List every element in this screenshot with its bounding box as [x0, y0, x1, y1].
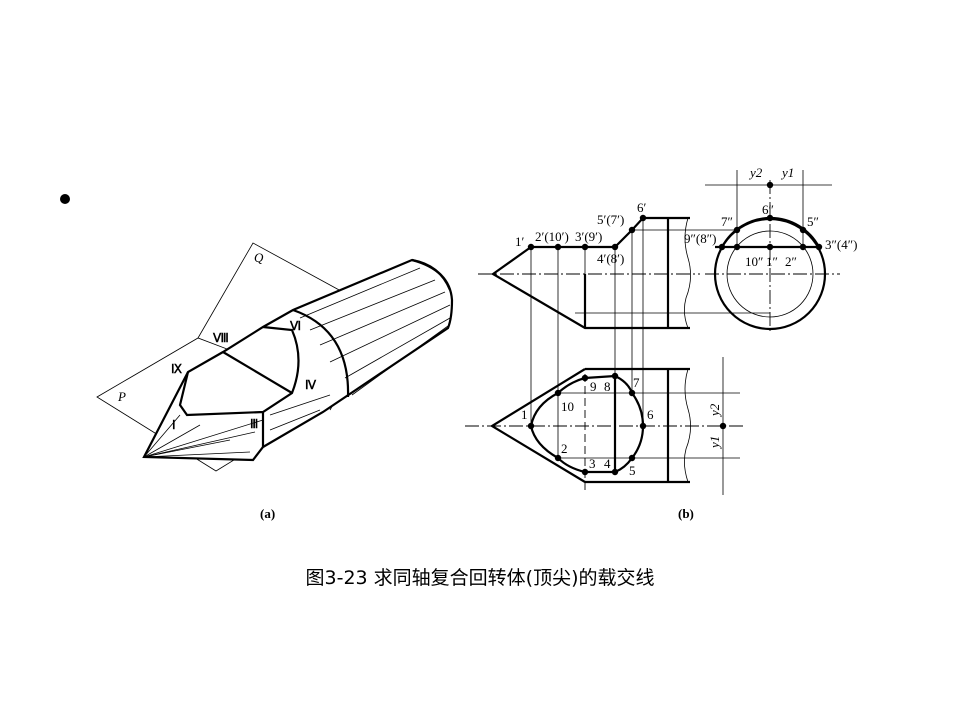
label-5-prime: 5′(7′): [597, 212, 624, 227]
label-6-prime: 6′: [637, 200, 647, 215]
label-plane-p: P: [117, 389, 126, 404]
section-curve: [178, 325, 300, 447]
end-cap: [411, 258, 452, 291]
label-plane-q: Q: [254, 250, 264, 265]
label-2-prime: 2′(10′): [535, 229, 569, 244]
label-point-iv: Ⅳ: [305, 378, 317, 392]
label-point-iii: Ⅲ: [250, 417, 258, 431]
label-4-prime: 4′(8′): [597, 251, 624, 266]
label-9-8-dprime: 9″(8″): [684, 231, 717, 246]
label-1-dprime: 1″: [766, 254, 778, 269]
label-point-viii: Ⅷ: [212, 331, 229, 345]
label-y2-side: y2: [748, 165, 763, 180]
surface-hatching: [143, 267, 451, 458]
label-7-dprime: 7″: [721, 214, 733, 229]
label-y2-top: y2: [707, 403, 722, 418]
label-3: 3: [589, 456, 596, 471]
label-y1-side: y1: [780, 165, 794, 180]
label-2: 2: [561, 441, 568, 456]
figure-b-front-view: 1′ 2′(10′) 3′(9′) 4′(8′) 5′(7′) 6′: [478, 200, 770, 458]
label-10-dprime: 10″: [745, 254, 763, 269]
label-y1-top: y1: [707, 436, 722, 450]
label-7: 7: [633, 375, 640, 390]
label-6-dprime: 6″: [762, 202, 774, 217]
label-10: 10: [561, 399, 574, 414]
label-1: 1: [521, 407, 528, 422]
label-figure-a: (a): [260, 506, 275, 521]
label-3-4-dprime: 3″(4″): [825, 237, 858, 252]
label-9: 9: [590, 379, 597, 394]
shoulder-ring: [292, 308, 350, 398]
label-8: 8: [604, 379, 611, 394]
label-figure-b: (b): [678, 506, 694, 521]
label-1-prime: 1′: [515, 234, 525, 249]
figure-a-isometric: Q P Ⅷ Ⅸ Ⅵ Ⅳ Ⅰ Ⅲ (a): [96, 242, 454, 521]
label-5-dprime: 5″: [807, 214, 819, 229]
label-4: 4: [604, 456, 611, 471]
label-point-vi: Ⅵ: [289, 319, 301, 333]
label-3-prime: 3′(9′): [575, 229, 602, 244]
figure-caption: 图3-23 求同轴复合回转体(顶尖)的载交线: [305, 567, 655, 589]
label-point-i: Ⅰ: [172, 418, 176, 432]
figure-b-top-view: 1 2 3 4 5 6 7 8 9 10 y2 y1 (b): [465, 357, 745, 521]
label-5: 5: [629, 463, 636, 478]
label-6: 6: [647, 407, 654, 422]
bullet-point: [60, 194, 70, 204]
figure-b-side-view: y2 y1 6″ 7″ 5″ 9″(8″) 3″(4″) 10″ 1″ 2″: [684, 165, 858, 332]
label-2-dprime: 2″: [785, 254, 797, 269]
label-point-ix: Ⅸ: [171, 362, 183, 376]
